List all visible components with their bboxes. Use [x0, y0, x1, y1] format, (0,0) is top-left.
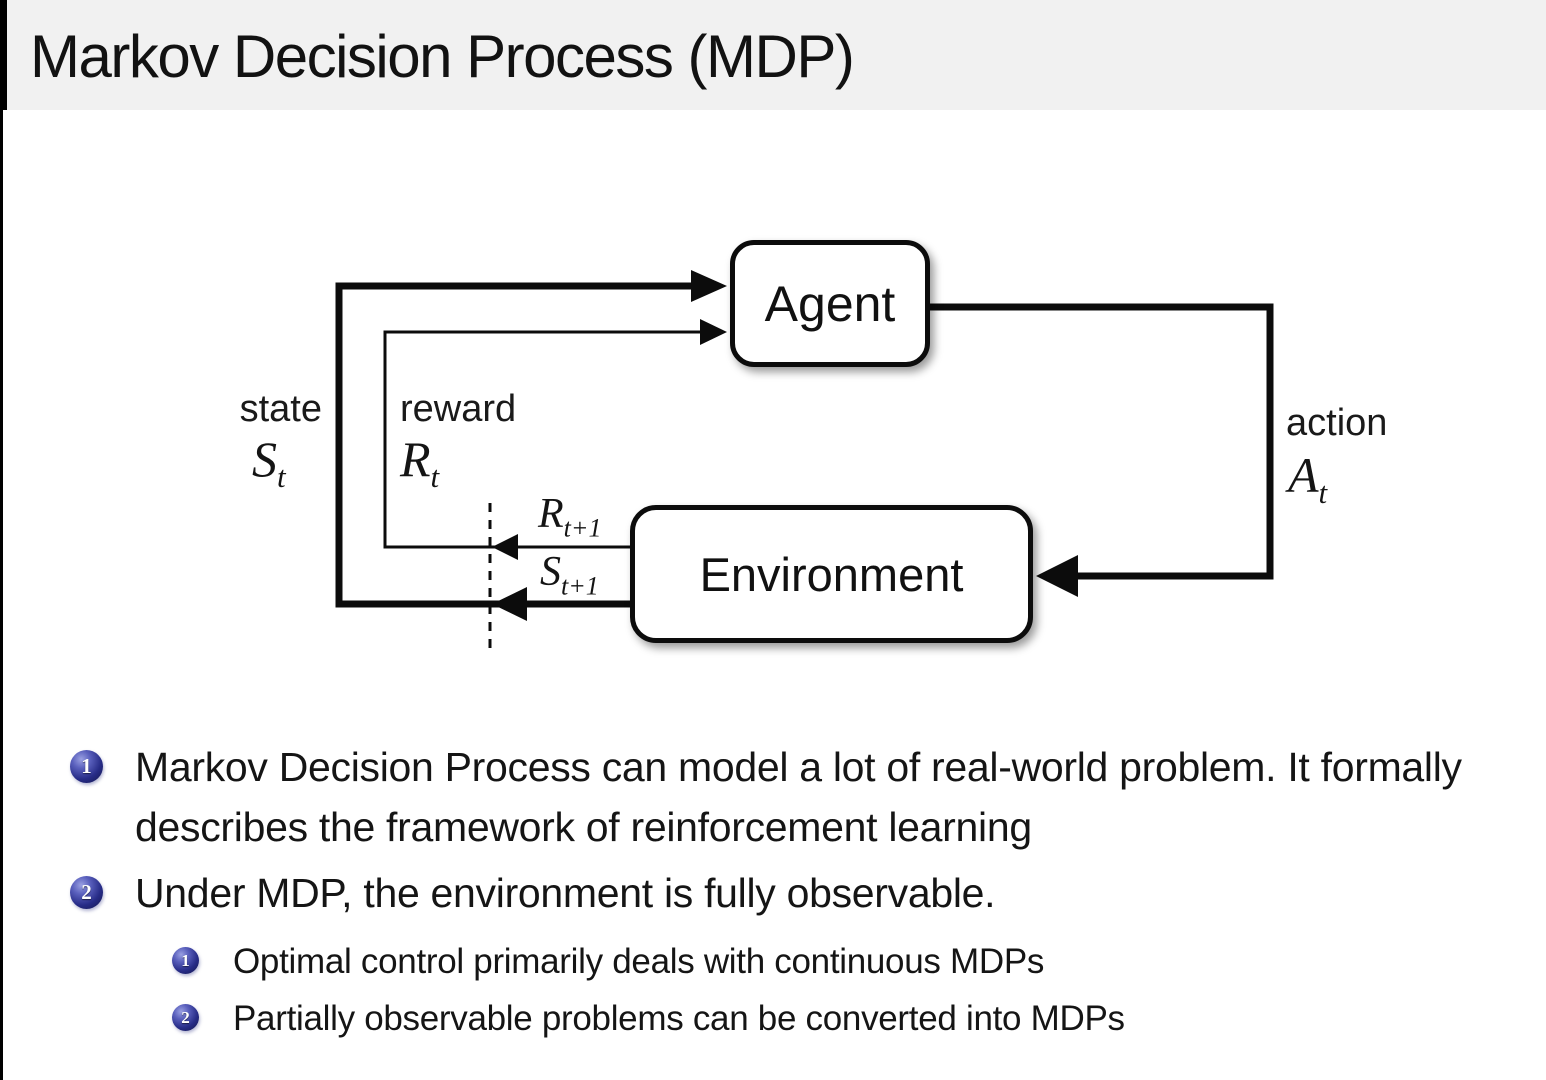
- list-sub-item: 2 Partially observable problems can be c…: [0, 992, 1546, 1045]
- slide-title-bar: Markov Decision Process (MDP): [0, 0, 1546, 110]
- action-symbol: At: [1288, 447, 1328, 510]
- next-reward-arrowhead: [492, 534, 518, 560]
- bullet-list: 1 Markov Decision Process can model a lo…: [0, 737, 1546, 1045]
- action-label: action: [1286, 402, 1388, 444]
- list-item: 1 Markov Decision Process can model a lo…: [0, 737, 1546, 857]
- slide-title: Markov Decision Process (MDP): [30, 23, 855, 90]
- sub-bullet-text: Partially observable problems can be con…: [233, 999, 1125, 1038]
- agent-node: Agent: [730, 240, 930, 367]
- bullet-number-badge: 2: [70, 876, 103, 909]
- next-state-symbol: St+1: [540, 549, 599, 601]
- bullet-text: Under MDP, the environment is fully obse…: [135, 870, 996, 916]
- reward-label: reward: [400, 388, 517, 430]
- window-left-edge-thin: [0, 110, 3, 1080]
- state-arrowhead-into-agent: [691, 270, 727, 302]
- state-symbol: St: [252, 431, 286, 494]
- action-arrowhead-into-environment: [1036, 555, 1078, 597]
- window-left-edge: [0, 0, 7, 110]
- list-item: 2 Under MDP, the environment is fully ob…: [0, 863, 1546, 923]
- sub-bullet-text: Optimal control primarily deals with con…: [233, 942, 1045, 981]
- environment-label: Environment: [699, 547, 964, 601]
- bullet-number-badge: 1: [70, 750, 103, 783]
- next-state-arrowhead: [492, 587, 527, 621]
- next-reward-symbol: Rt+1: [538, 491, 602, 543]
- sub-bullet-number-badge: 2: [172, 1004, 199, 1031]
- environment-node: Environment: [630, 505, 1033, 643]
- bullet-text: Markov Decision Process can model a lot …: [135, 744, 1462, 850]
- list-sub-item: 1 Optimal control primarily deals with c…: [0, 935, 1546, 988]
- reward-arrowhead-into-agent: [700, 319, 727, 345]
- reward-symbol: Rt: [400, 431, 440, 494]
- sub-bullet-number-badge: 1: [172, 947, 199, 974]
- agent-label: Agent: [764, 275, 896, 332]
- state-label: state: [239, 388, 322, 430]
